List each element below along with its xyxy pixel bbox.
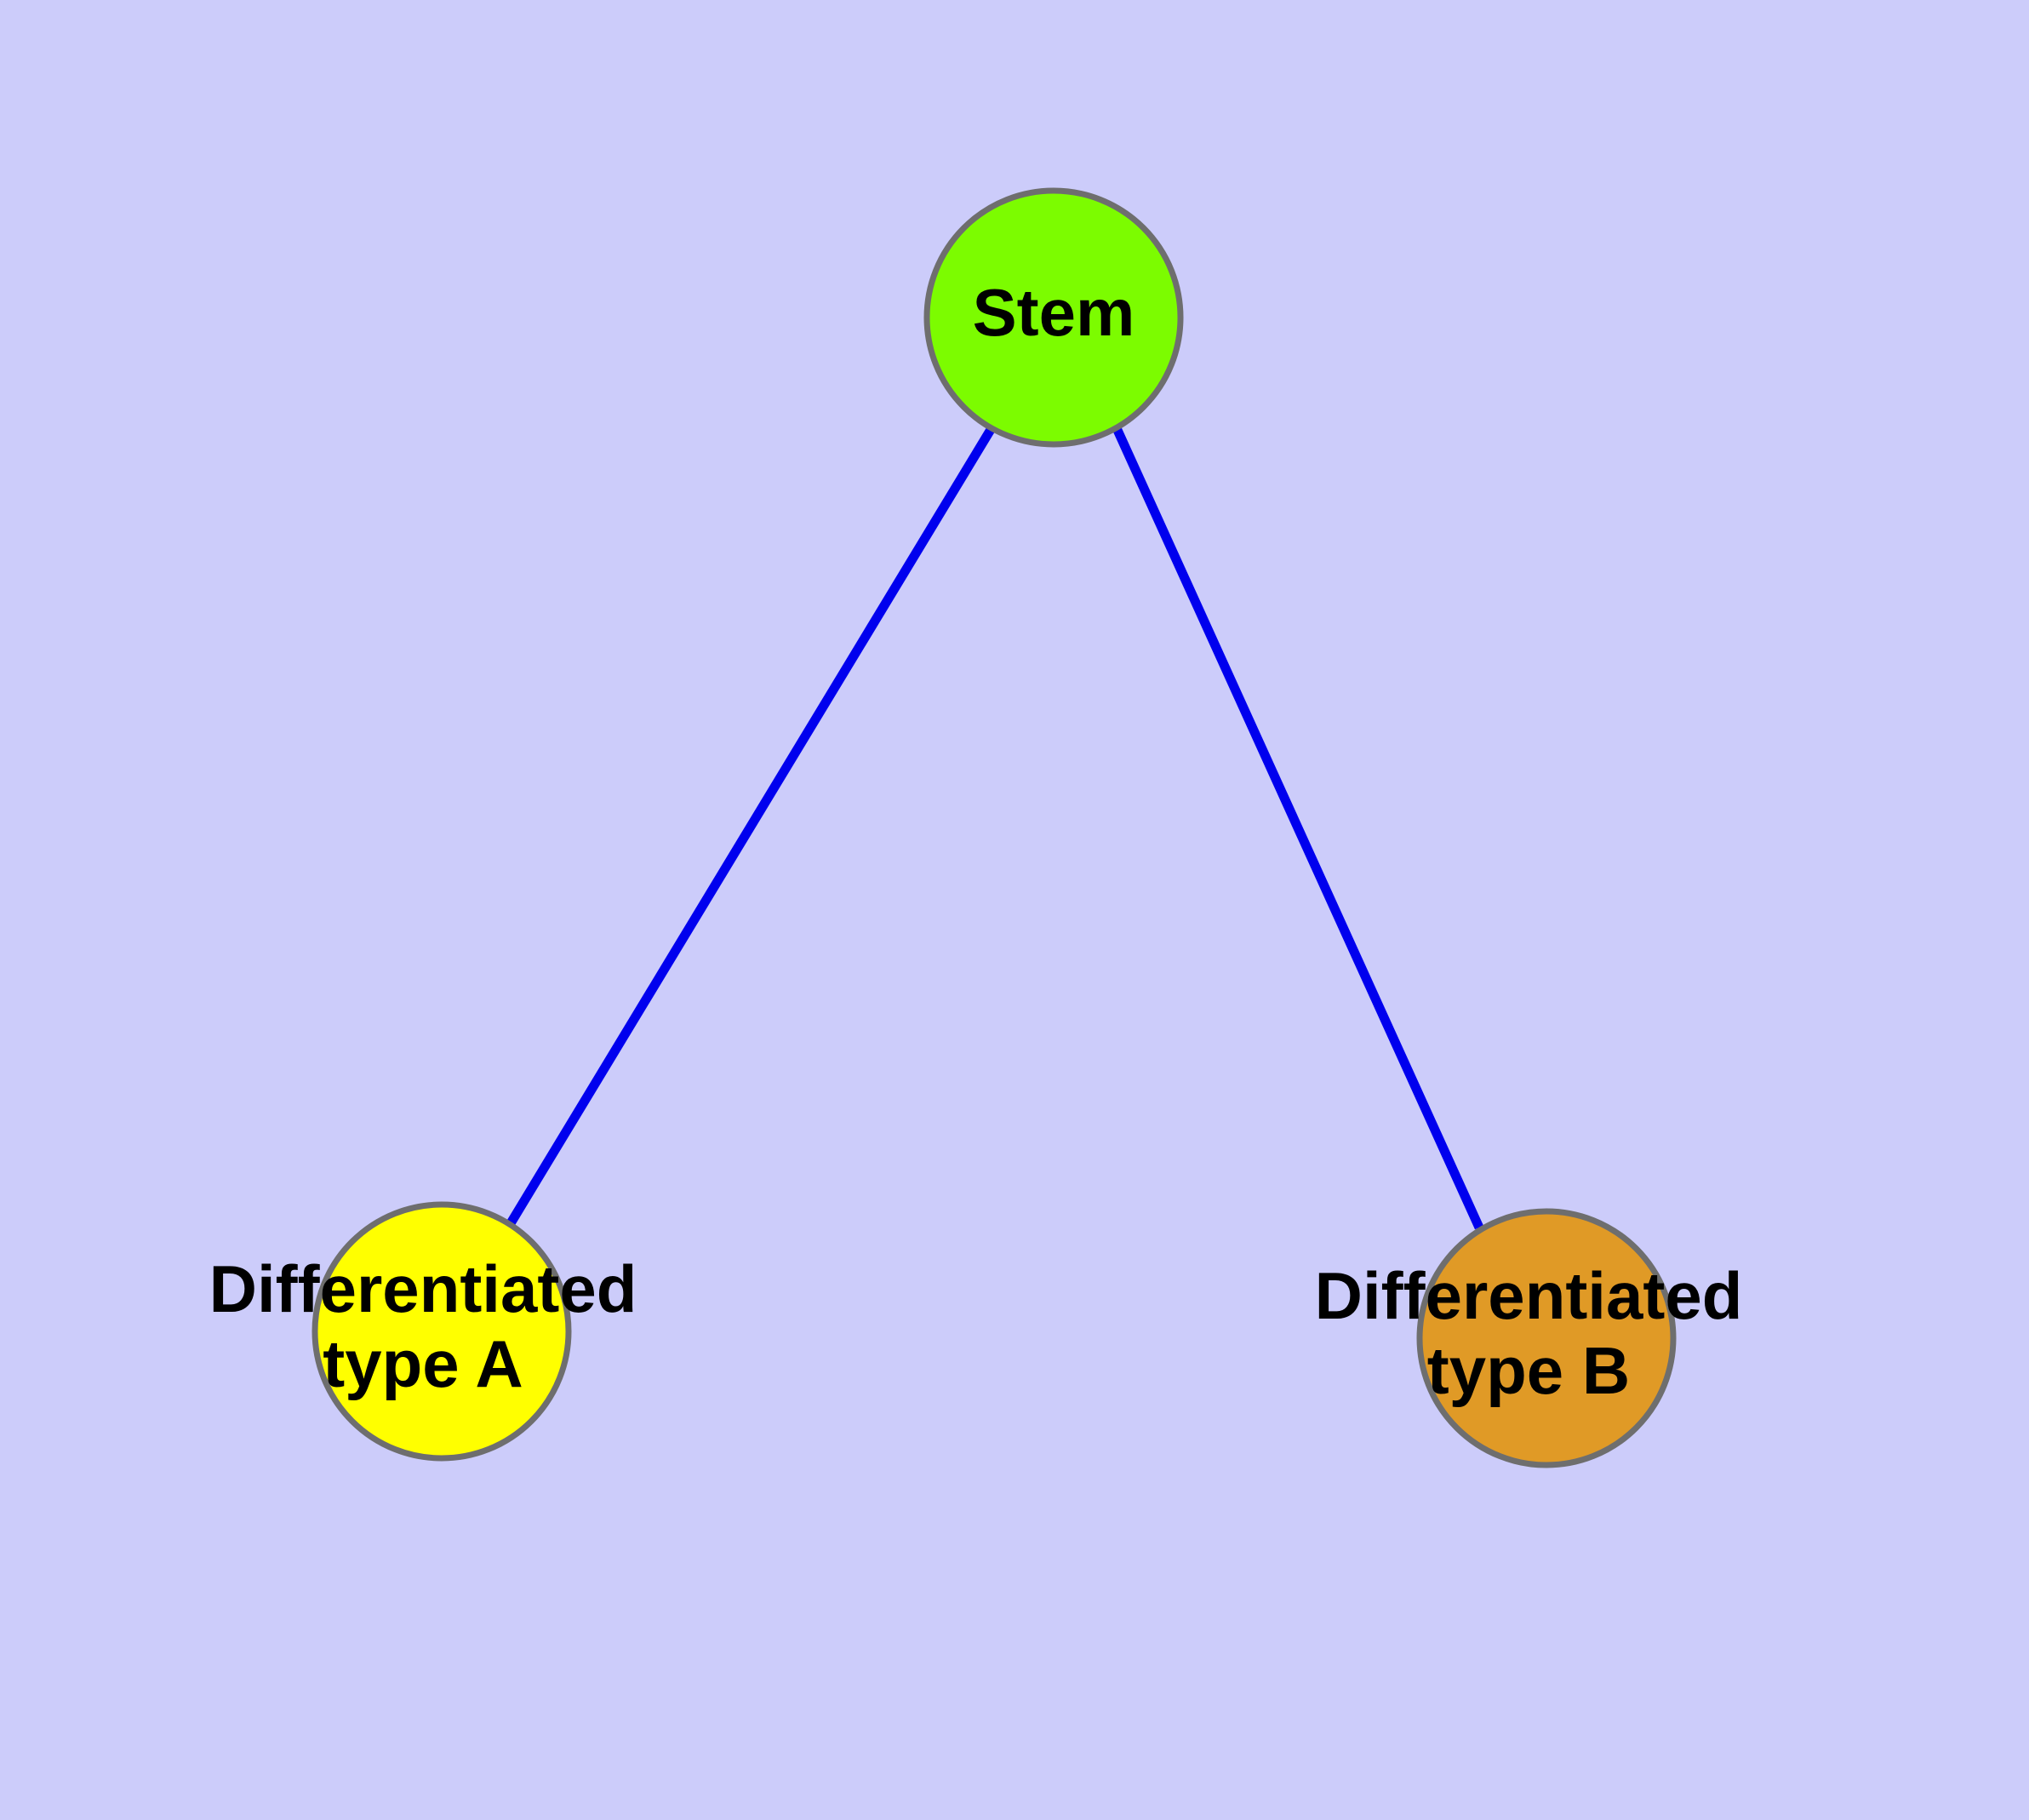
node-label-line: Differentiated [209,1251,637,1326]
node-stem[interactable]: Stem [923,187,1184,448]
node-stem-circle[interactable] [923,187,1184,448]
node-differentiated-type-b-circle[interactable] [1416,1208,1677,1468]
node-differentiated-type-a-circle[interactable] [311,1201,572,1462]
node-stem-label: Stem [973,275,1135,350]
node-label-line: type B [1427,1333,1630,1408]
node-label-line: Stem [973,275,1135,350]
edge-layer [506,426,1484,1230]
edge-stem-to-differentiated-type-a[interactable] [506,426,996,1226]
node-label-line: Differentiated [1315,1258,1743,1333]
edge-stem-to-differentiated-type-b[interactable] [1112,426,1484,1230]
node-label-line: type A [323,1326,523,1401]
